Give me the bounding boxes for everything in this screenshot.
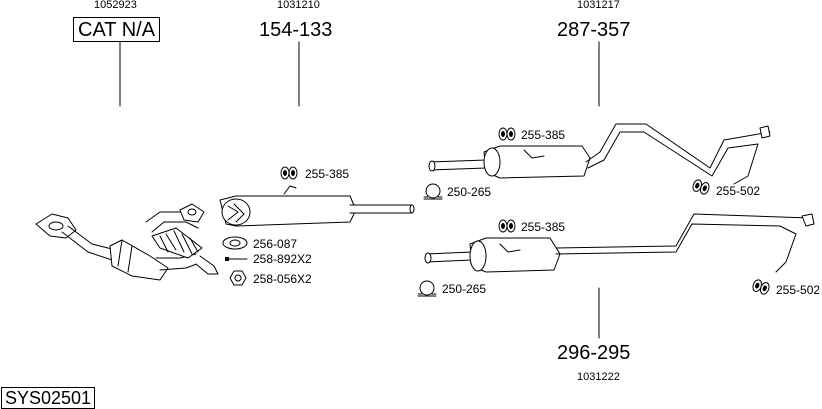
rubber-mount-icon — [692, 179, 710, 195]
part-label-rear-upper-tail-rubber: 255-502 — [716, 184, 761, 198]
rear-lower-exhaust — [424, 213, 815, 273]
rubber-mount-icon — [498, 127, 516, 141]
part-code-rear-upper: 287-357 — [557, 19, 631, 41]
part-code-rear-lower: 296-295 — [557, 342, 631, 364]
clamp-icon — [417, 280, 437, 297]
part-label-rear-lower-clamp: 250-265 — [442, 282, 487, 296]
rubber-mount-icon — [752, 279, 770, 295]
part-label-rear-lower-rubber: 255-385 — [521, 220, 566, 234]
part-code-cat: CAT N/A — [73, 17, 161, 42]
rubber-mount-icon — [498, 219, 516, 233]
article-number-cat: 1052923 — [94, 0, 137, 11]
part-label-nut: 258-056X2 — [253, 272, 312, 286]
article-number-rear-lower: 1031222 — [577, 371, 620, 383]
article-number-middle: 1031210 — [277, 0, 320, 11]
part-label-rear-lower-tail-rubber: 255-502 — [776, 283, 821, 297]
system-code-label: SYS02501 — [1, 387, 96, 409]
part-label-middle-rubber: 255-385 — [305, 167, 350, 181]
part-code-middle: 154-133 — [259, 19, 333, 41]
part-label-rear-upper-clamp: 250-265 — [447, 185, 492, 199]
clamp-icon — [423, 183, 443, 200]
article-number-rear-upper: 1031217 — [577, 0, 620, 11]
part-label-gasket: 256-087 — [253, 237, 298, 251]
nut-icon — [229, 270, 247, 286]
middle-silencer — [219, 185, 415, 227]
front-pipe-catalyst — [35, 203, 219, 281]
part-label-rear-upper-rubber: 255-385 — [521, 128, 566, 142]
bolt-icon — [225, 257, 248, 261]
gasket-icon — [222, 236, 248, 250]
rubber-mount-icon — [280, 166, 298, 180]
part-label-bolt: 258-892X2 — [253, 252, 312, 266]
rear-upper-exhaust — [428, 123, 771, 185]
